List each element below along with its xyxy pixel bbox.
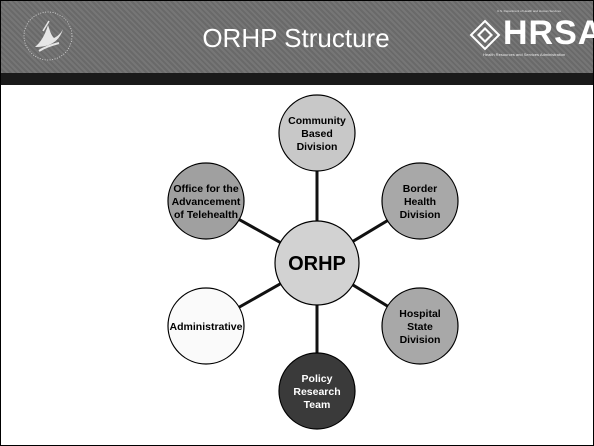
node-label: Policy: [302, 373, 333, 385]
node-circle: [278, 352, 356, 430]
hrsa-wordmark: HRSA: [503, 14, 594, 52]
node-circle: [167, 162, 245, 240]
node-administrative: Administrative: [167, 287, 245, 365]
node-circle: [381, 162, 459, 240]
node-label: Administrative: [170, 321, 243, 333]
node-label: Advancement: [172, 196, 241, 208]
hrsa-subtitle: Health Resources and Services Administra…: [483, 52, 566, 57]
orhp-structure-diagram: CommunityBasedDivisionBorderHealthDivisi…: [167, 94, 459, 430]
node-label: Division: [297, 141, 338, 153]
node-label: of Telehealth: [174, 209, 238, 221]
node-label: Division: [400, 209, 441, 221]
node-circle: [278, 94, 356, 172]
hrsa-diamond-icon: [469, 19, 501, 51]
header-divider-bar: [1, 73, 593, 85]
node-label: Hospital: [399, 308, 441, 320]
center-node-orhp: ORHP: [274, 220, 360, 306]
node-label: Division: [400, 334, 441, 346]
slide-header: ORHP Structure U.S. Department of Health…: [1, 1, 594, 73]
node-label: Border: [403, 183, 437, 195]
node-circle: [381, 287, 459, 365]
node-label: Office for the: [173, 183, 238, 195]
center-label: ORHP: [288, 253, 346, 275]
slide-title: ORHP Structure: [202, 23, 390, 53]
hrsa-department-text: U.S. Department of Health and Human Serv…: [497, 9, 561, 13]
hhs-eagle-logo: [23, 11, 73, 61]
node-label: Health: [404, 196, 436, 208]
node-label: State: [407, 321, 433, 333]
hrsa-logo: U.S. Department of Health and Human Serv…: [469, 7, 594, 65]
node-label: Community: [288, 115, 346, 127]
node-label: Based: [301, 128, 333, 140]
node-circle: [167, 287, 245, 365]
center-circle: [274, 220, 360, 306]
node-label: Research: [293, 386, 340, 398]
node-label: Team: [304, 399, 331, 411]
